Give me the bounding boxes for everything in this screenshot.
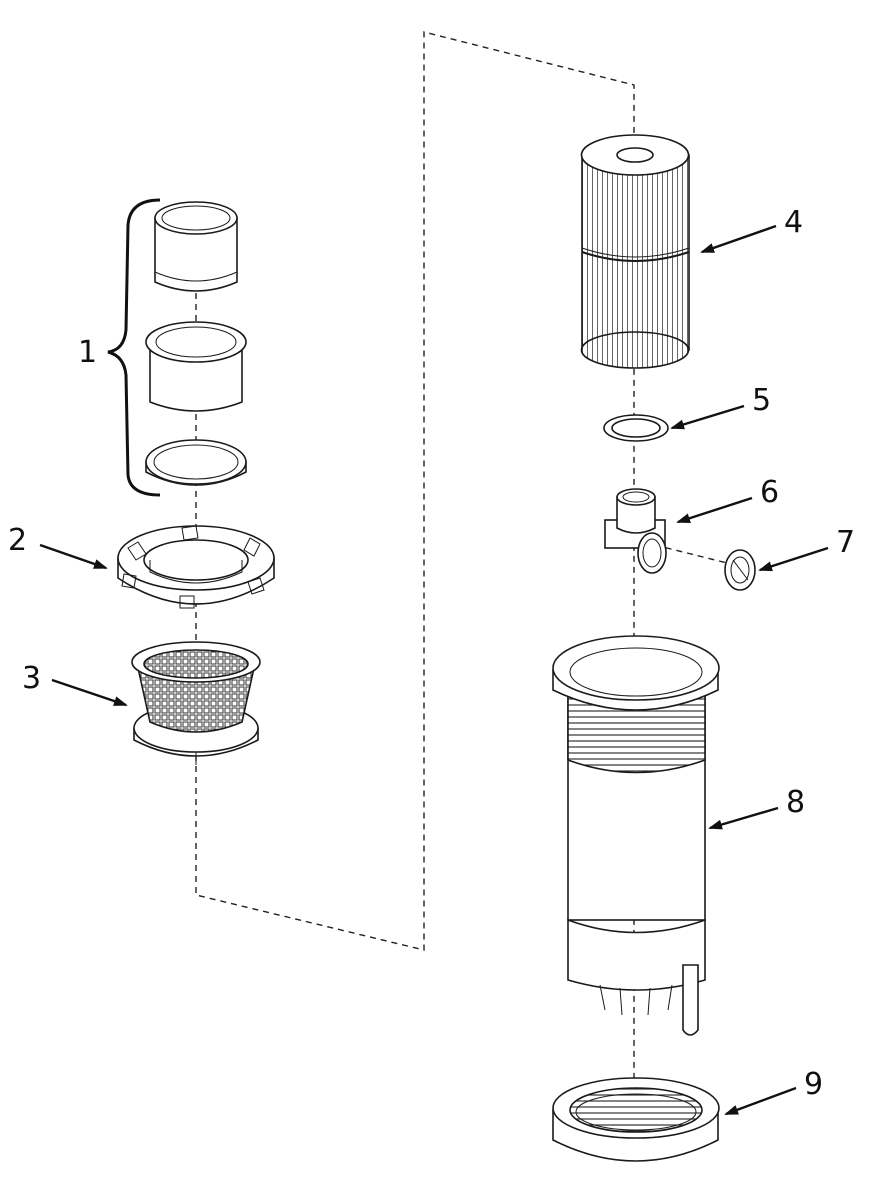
part-5-o-ring	[603, 414, 669, 442]
part-7-clip	[724, 549, 756, 591]
part-1-bottom-ring	[145, 439, 247, 486]
arrow-7	[758, 546, 829, 572]
label-part-2: 2	[8, 523, 27, 558]
label-part-1: 1	[78, 335, 97, 370]
arrow-6	[676, 496, 753, 524]
part-1-top-sleeve	[154, 201, 238, 292]
label-part-4: 4	[784, 205, 803, 240]
arrow-8	[708, 806, 779, 830]
label-part-9: 9	[804, 1067, 823, 1102]
label-part-8: 8	[786, 785, 805, 820]
arrow-2	[39, 543, 108, 570]
part-1-bracket	[107, 198, 161, 497]
arrow-4	[700, 224, 777, 254]
callout-labels: 1 2 3 4 5 6 7 8 9	[8, 205, 855, 1102]
part-1-middle-collar	[145, 321, 247, 412]
arrow-3	[51, 678, 128, 707]
leader-arrows	[39, 224, 829, 1116]
label-part-5: 5	[752, 383, 771, 418]
arrow-5	[670, 404, 745, 430]
part-3-basket	[131, 641, 261, 765]
label-part-7: 7	[836, 525, 855, 560]
part-4-cartridge-filter	[580, 134, 690, 369]
part-6-adapter	[604, 488, 667, 574]
label-part-3: 3	[22, 661, 41, 696]
arrow-9	[724, 1086, 797, 1116]
part-9-lock-ring	[552, 1077, 720, 1162]
part-1-assembly	[107, 198, 247, 497]
part-2-skimmer-ring	[117, 525, 275, 609]
part-8-housing	[552, 635, 720, 1036]
label-part-6: 6	[760, 475, 779, 510]
